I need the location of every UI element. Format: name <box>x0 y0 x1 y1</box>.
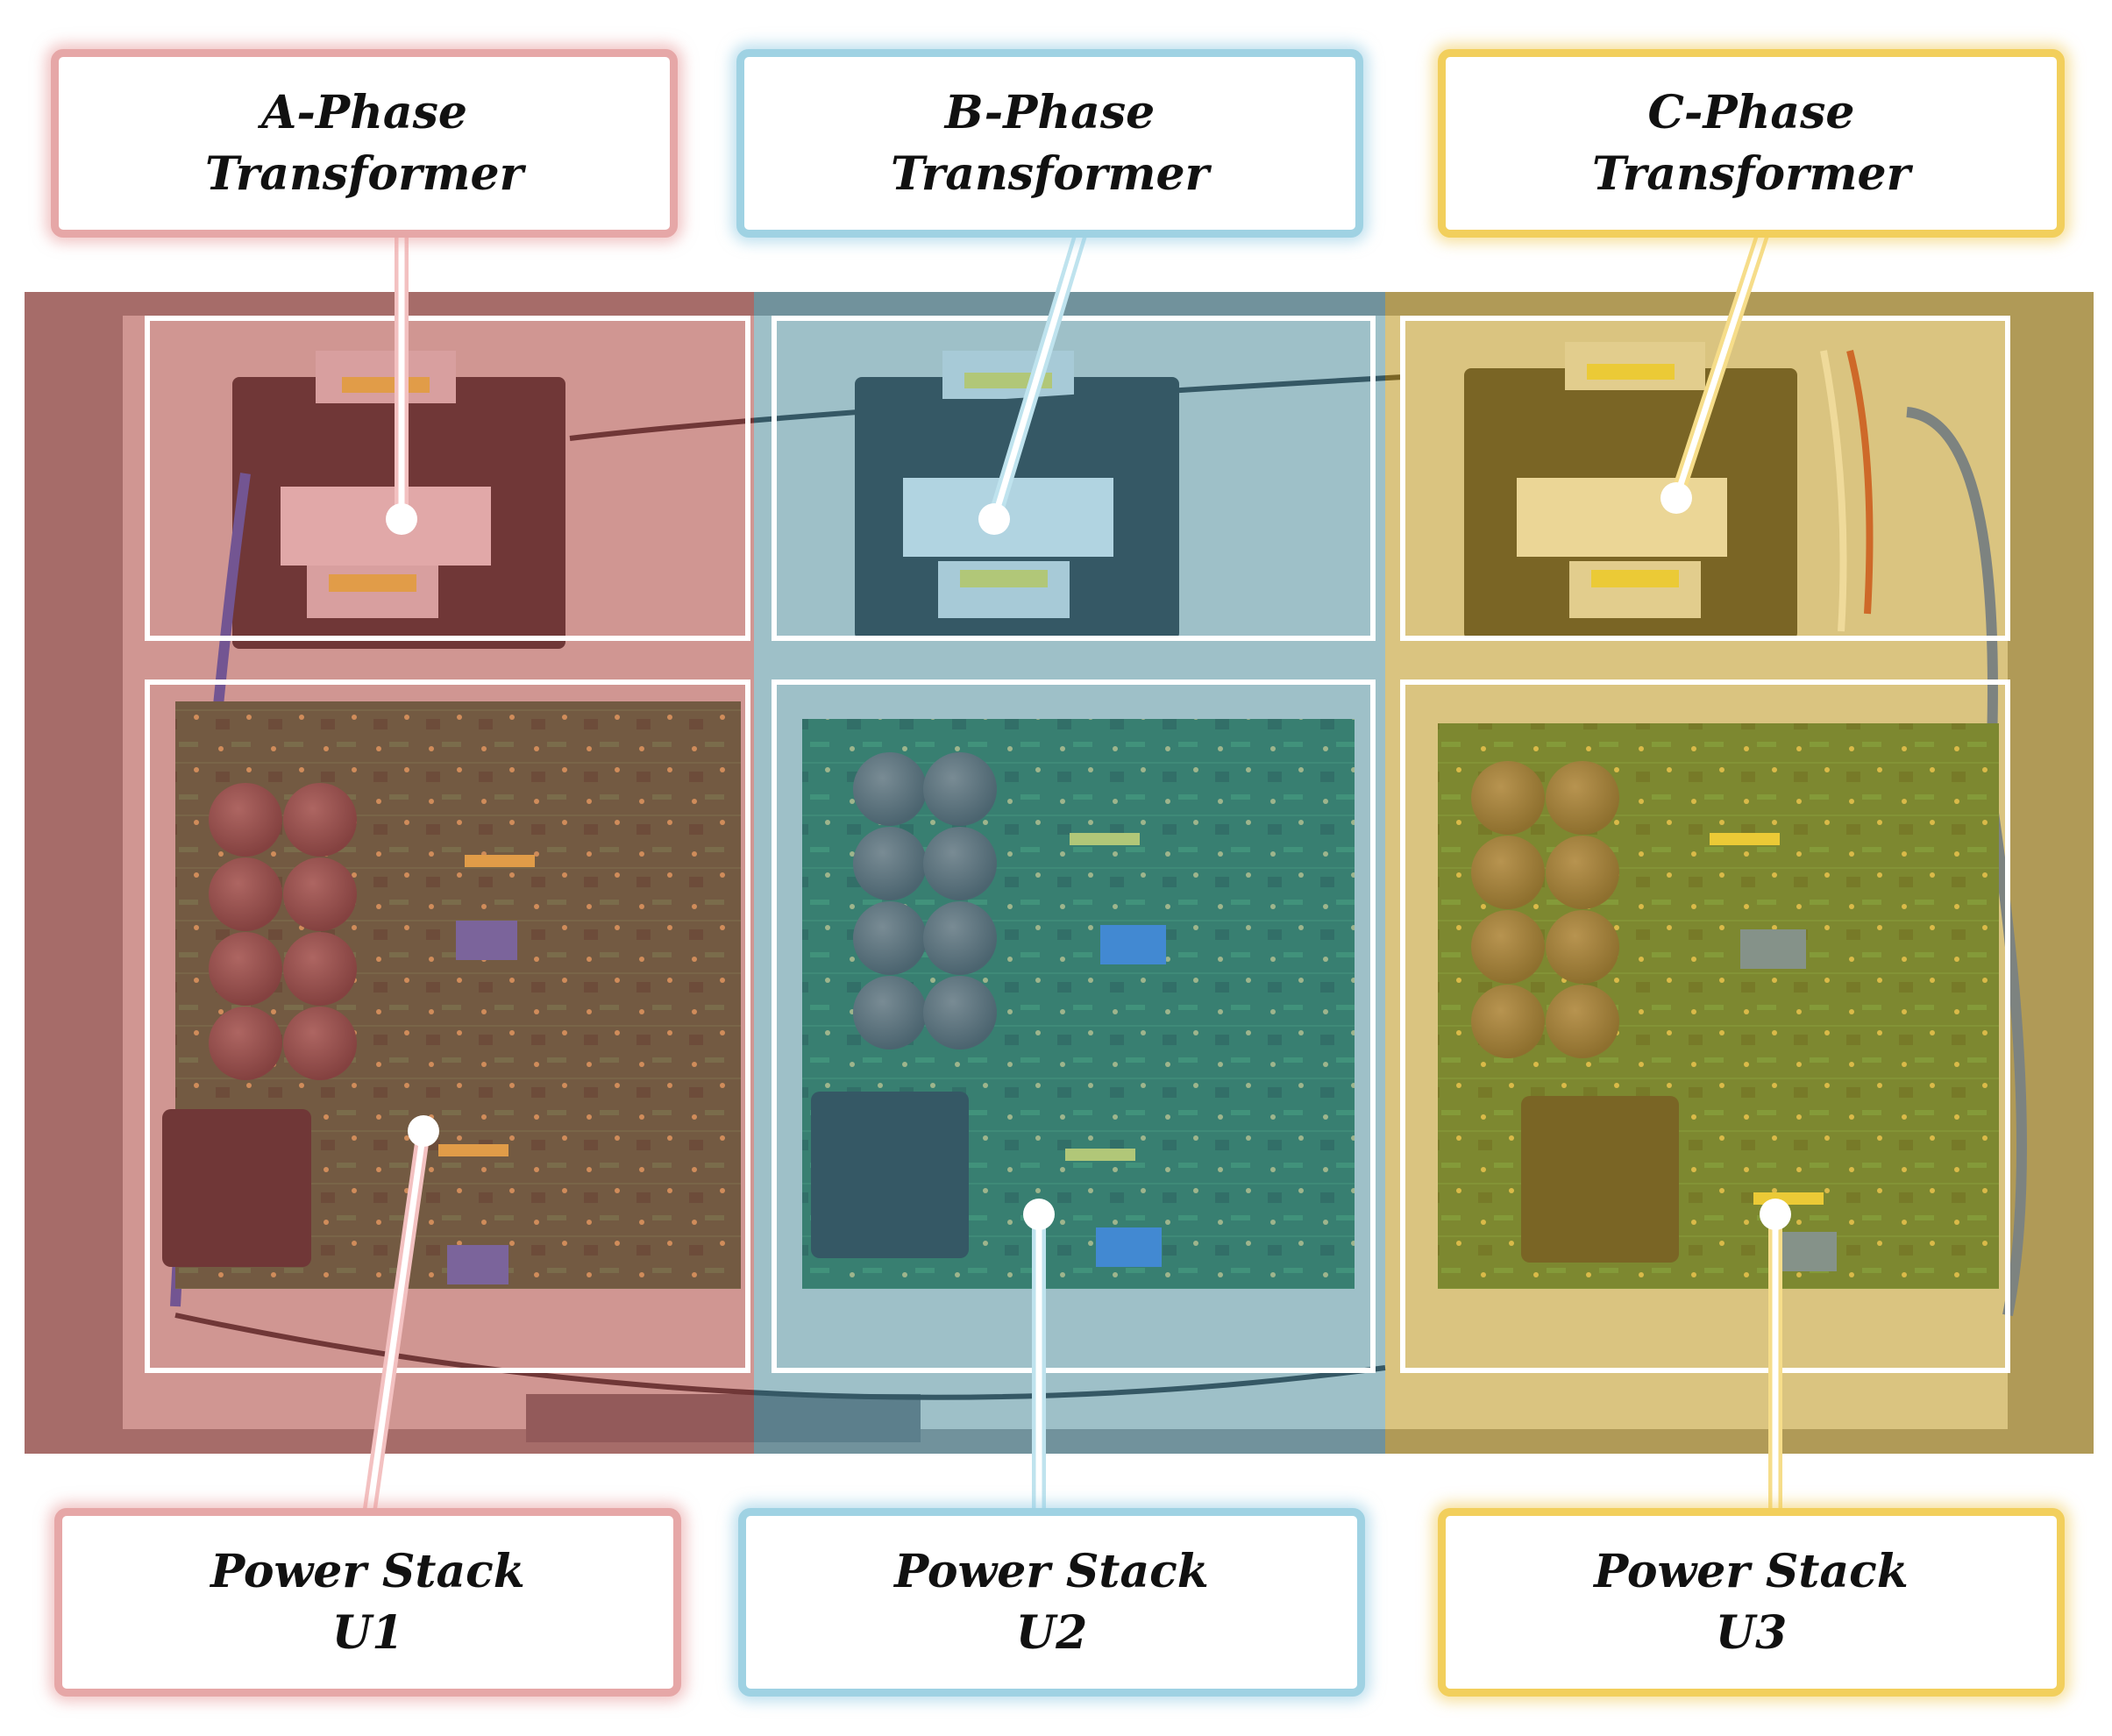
leader-dots <box>386 482 1791 1230</box>
dot-c-transformer <box>1660 482 1692 514</box>
leader-lines <box>361 228 1782 1528</box>
callout-b-line2: Transformer <box>890 146 1210 201</box>
callout-power-stack-u3: Power Stack U3 <box>1438 1508 2065 1697</box>
power-stack-u2 <box>802 719 1355 1289</box>
dot-u3-stack <box>1760 1199 1791 1230</box>
transformer-c <box>1464 342 1874 640</box>
callout-c-line2: Transformer <box>1591 146 1911 201</box>
callout-b-phase-transformer: B-Phase Transformer <box>736 49 1363 238</box>
callout-u2-line1: Power Stack <box>894 1544 1209 1598</box>
power-stack-u1 <box>162 701 741 1289</box>
dot-b-transformer <box>978 503 1010 535</box>
callout-a-phase-transformer: A-Phase Transformer <box>51 49 678 238</box>
dot-u2-stack <box>1023 1199 1055 1230</box>
frame-u2-stack <box>772 679 1376 1373</box>
frame-c-transformer <box>1400 316 2010 641</box>
power-stack-u3 <box>1438 723 1999 1289</box>
frame-b-transformer <box>772 316 1376 641</box>
callout-u1-line1: Power Stack <box>210 1544 525 1598</box>
callout-c-phase-transformer: C-Phase Transformer <box>1438 49 2065 238</box>
phase-tints <box>25 292 2094 1454</box>
capacitor-bank-u1 <box>209 783 357 1080</box>
callout-a-line1: A-Phase <box>261 85 467 139</box>
callout-power-stack-u2: Power Stack U2 <box>738 1508 1365 1697</box>
callout-c-line1: C-Phase <box>1647 85 1855 139</box>
callout-power-stack-u1: Power Stack U1 <box>54 1508 681 1697</box>
dot-u1-stack <box>408 1115 439 1147</box>
frame-a-transformer <box>145 316 750 641</box>
capacitor-bank-u2 <box>853 752 997 1049</box>
frame-u3-stack <box>1400 679 2010 1373</box>
component-frames <box>145 316 2010 1373</box>
callout-u3-line2: U3 <box>1715 1605 1788 1660</box>
dot-a-transformer <box>386 503 417 535</box>
callout-u3-line1: Power Stack <box>1594 1544 1909 1598</box>
capacitor-bank-u3 <box>1471 761 1619 1058</box>
callout-b-line1: B-Phase <box>944 85 1156 139</box>
callout-u1-line2: U1 <box>331 1605 404 1660</box>
callout-u2-line2: U2 <box>1015 1605 1088 1660</box>
frame-u1-stack <box>145 679 750 1373</box>
callout-a-line2: Transformer <box>204 146 524 201</box>
